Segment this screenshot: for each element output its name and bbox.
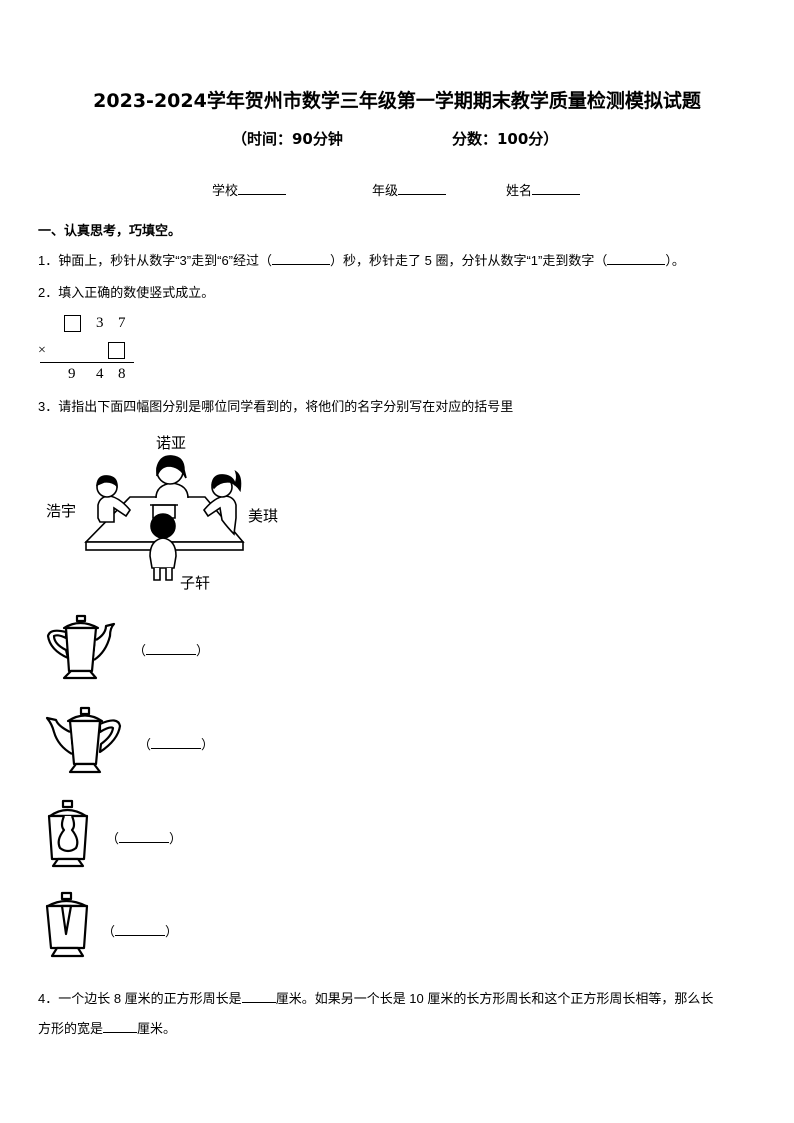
digit: 8: [118, 366, 126, 382]
question-3: 3．请指出下面四幅图分别是哪位同学看到的，将他们的名字分别写在对应的括号里: [38, 399, 514, 414]
question-1: 1．钟面上，秒针从数字“3”走到“6”经过（ ）秒，秒针走了 5 圈，分针从数字“…: [38, 250, 685, 269]
digit: 3: [96, 315, 104, 331]
q1-text-1: 1．钟面上，秒针从数字“3”走到“6”经过（: [38, 253, 273, 268]
grade-label: 年级: [372, 184, 399, 199]
school-label: 学校: [212, 184, 239, 199]
score-label: 分数：100分）: [452, 130, 559, 148]
answer-field-4[interactable]: （）: [102, 924, 179, 939]
q1-blank-2[interactable]: [607, 252, 666, 265]
teapot-front-view-icon: [47, 799, 89, 868]
teapot-handle-right-icon: [45, 706, 122, 774]
school-field[interactable]: 学校: [212, 180, 287, 199]
name-blank[interactable]: [532, 182, 581, 195]
q1-blank-1[interactable]: [272, 252, 331, 265]
section-heading: 一、认真思考，巧填空。: [38, 224, 182, 239]
question-2: 2．填入正确的数使竖式成立。: [38, 285, 215, 300]
multiply-sign: ×: [38, 343, 46, 358]
answer-field-3[interactable]: （）: [106, 831, 183, 846]
q4-blank-2[interactable]: [103, 1020, 138, 1033]
name-label-bottom: 子轩: [180, 574, 211, 592]
name-label: 姓名: [506, 184, 533, 199]
time-label: （时间：90分钟: [232, 130, 343, 148]
sum-line: [40, 362, 134, 363]
answer-box-1[interactable]: [64, 315, 81, 332]
school-blank[interactable]: [238, 182, 287, 195]
digit: 4: [96, 366, 104, 382]
name-field[interactable]: 姓名: [506, 180, 581, 199]
q1-text-3: ）。: [665, 253, 685, 268]
q4-blank-1[interactable]: [241, 990, 276, 1003]
teapot-back-view-icon: [45, 891, 89, 958]
question-4-line-2: 方形的宽是厘米。: [38, 1020, 177, 1036]
grade-blank[interactable]: [398, 182, 447, 195]
answer-box-2[interactable]: [108, 342, 125, 359]
page-title: 2023-2024学年贺州市数学三年级第一学期期末教学质量检测模拟试题: [93, 90, 701, 112]
name-label-left: 浩宇: [46, 502, 77, 520]
answer-field-1[interactable]: （）: [133, 643, 210, 658]
name-label-top: 诺亚: [156, 434, 187, 452]
answer-field-2[interactable]: （）: [138, 737, 215, 752]
grade-field[interactable]: 年级: [372, 180, 447, 199]
name-label-right: 美琪: [248, 507, 279, 525]
teapot-handle-left-icon: [46, 614, 116, 680]
question-4-line-1: 4．一个边长 8 厘米的正方形周长是厘米。如果另一个长是 10 厘米的长方形周长…: [38, 990, 714, 1006]
digit: 9: [68, 366, 76, 382]
digit: 7: [118, 315, 126, 331]
q1-text-2: ）秒，秒针走了 5 圈，分针从数字“1”走到数字（: [330, 253, 608, 268]
